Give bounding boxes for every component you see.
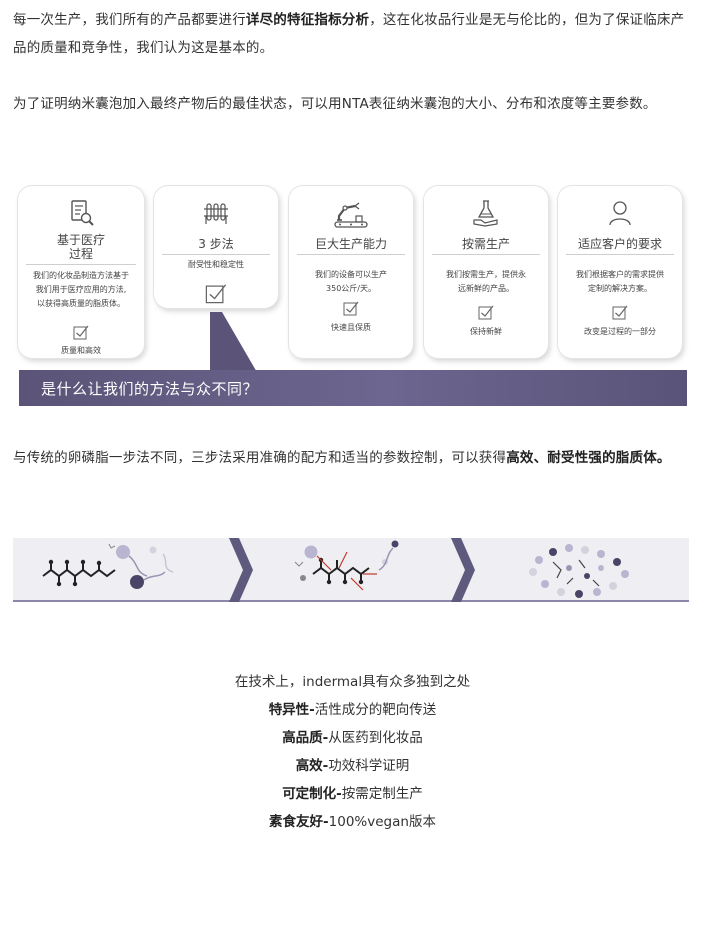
card-medical-process: 基于医疗 过程 我们的化妆品制造方法基于 我们用于医疗应用的方法, 以获得高质量… <box>18 186 144 358</box>
checkbox-icon <box>612 304 628 320</box>
paragraph-bold: 高效、耐受性强的脂质体。 <box>506 450 671 466</box>
person-icon <box>605 198 635 228</box>
card-description: 我们按需生产，提供永 远新鲜的产品。 <box>446 270 526 293</box>
card-description: 我们的化妆品制造方法基于 我们用于医疗应用的方法, 以获得高质量的脂质体。 <box>33 271 129 308</box>
checkbox-icon <box>343 300 359 316</box>
feature-item: 高品质-从医药到化妆品 <box>282 730 423 746</box>
checkbox-icon <box>73 324 89 340</box>
arrow-chevron <box>451 538 475 602</box>
card-divider <box>26 264 136 265</box>
card-title: 巨大生产能力 <box>314 237 387 251</box>
callout-pointer <box>210 312 258 374</box>
card-footer: 保持新鲜 <box>470 327 502 336</box>
card-capacity: 巨大生产能力 我们的设备可以生产 350公斤/天。 快速且保质 <box>289 186 413 358</box>
card-title: 基于医疗 <box>56 233 105 247</box>
card-divider <box>566 254 674 255</box>
three-step-paragraph: 与传统的卵磷脂一步法不同，三步法采用准确的配方和适当的参数控制，可以获得高效、耐… <box>13 444 693 472</box>
feature-item: 素食友好-100%vegan版本 <box>269 814 436 830</box>
lipid-head <box>116 545 130 559</box>
card-footer: 质量和高效 <box>61 346 101 355</box>
feature-item: 高效-功效科学证明 <box>295 758 410 774</box>
card-on-demand: 按需生产 我们按需生产，提供永 远新鲜的产品。 保持新鲜 <box>424 186 548 358</box>
stage-liposome <box>529 544 629 598</box>
paragraph-text: 每一次生产，我们所有的产品都要进行 <box>13 12 246 28</box>
checkbox-icon <box>205 282 227 304</box>
paragraph-bold: 详尽的特征指标分析 <box>245 12 370 28</box>
card-divider <box>432 254 540 255</box>
difference-banner: 是什么让我们的方法与众不同？ <box>19 370 687 406</box>
card-title: 按需生产 <box>461 237 510 251</box>
nta-paragraph: 为了证明纳米囊泡加入最终产物后的最佳状态，可以用NTA表征纳米囊泡的大小、分布和… <box>13 90 693 118</box>
flask-hand-icon <box>471 198 501 228</box>
card-footer: 快速且保质 <box>331 323 371 332</box>
feature-item: 特异性-活性成分的靶向传送 <box>268 702 437 718</box>
card-customer-requirements: 适应客户的要求 我们根据客户的需求提供 定制的解决方案。 改变是过程的一部分 <box>558 186 682 358</box>
card-divider <box>297 254 405 255</box>
card-three-step: 3 步法 耐受性和稳定性 <box>154 186 278 308</box>
checkbox-icon <box>478 304 494 320</box>
card-title: 适应客户的要求 <box>577 237 662 251</box>
test-tubes-icon <box>201 198 231 228</box>
stage-molecule <box>42 562 116 584</box>
card-title: 3 步法 <box>198 237 234 251</box>
card-description: 耐受性和稳定性 <box>188 260 244 269</box>
lipid-head <box>130 575 144 589</box>
banner-text: 是什么让我们的方法与众不同？ <box>41 380 259 398</box>
card-footer: 改变是过程的一部分 <box>584 327 656 336</box>
method-infographic: 基于医疗 过程 我们的化妆品制造方法基于 我们用于医疗应用的方法, 以获得高质量… <box>13 180 693 408</box>
document-search-icon <box>66 198 96 228</box>
card-description: 我们的设备可以生产 350公斤/天。 <box>315 270 387 293</box>
paragraph-text: 与传统的卵磷脂一步法不同，三步法采用准确的配方和适当的参数控制，可以获得 <box>13 450 507 466</box>
robot-arm-icon <box>331 198 371 230</box>
paragraph-text: 为了证明纳米囊泡加入最终产物后的最佳状态，可以用NTA表征纳米囊泡的大小、分布和… <box>13 96 657 112</box>
card-title: 过程 <box>68 247 93 261</box>
card-divider <box>162 254 270 255</box>
paragraph-text: ，这在化妆品行业是无与伦比的，但为了保证临床产品的质量和竞争性，我们认为这是基本… <box>13 12 685 56</box>
features-intro: 在技术上，indermal具有众多独到之处 <box>234 674 471 690</box>
arrow-chevron <box>229 538 253 602</box>
process-illustration <box>42 538 629 602</box>
intro-paragraph: 每一次生产，我们所有的产品都要进行详尽的特征指标分析，这在化妆品行业是无与伦比的… <box>13 6 693 62</box>
card-description: 我们根据客户的需求提供 定制的解决方案。 <box>576 270 664 293</box>
liposome-process-strip <box>13 538 689 602</box>
feature-item: 可定制化-按需定制生产 <box>282 786 423 802</box>
